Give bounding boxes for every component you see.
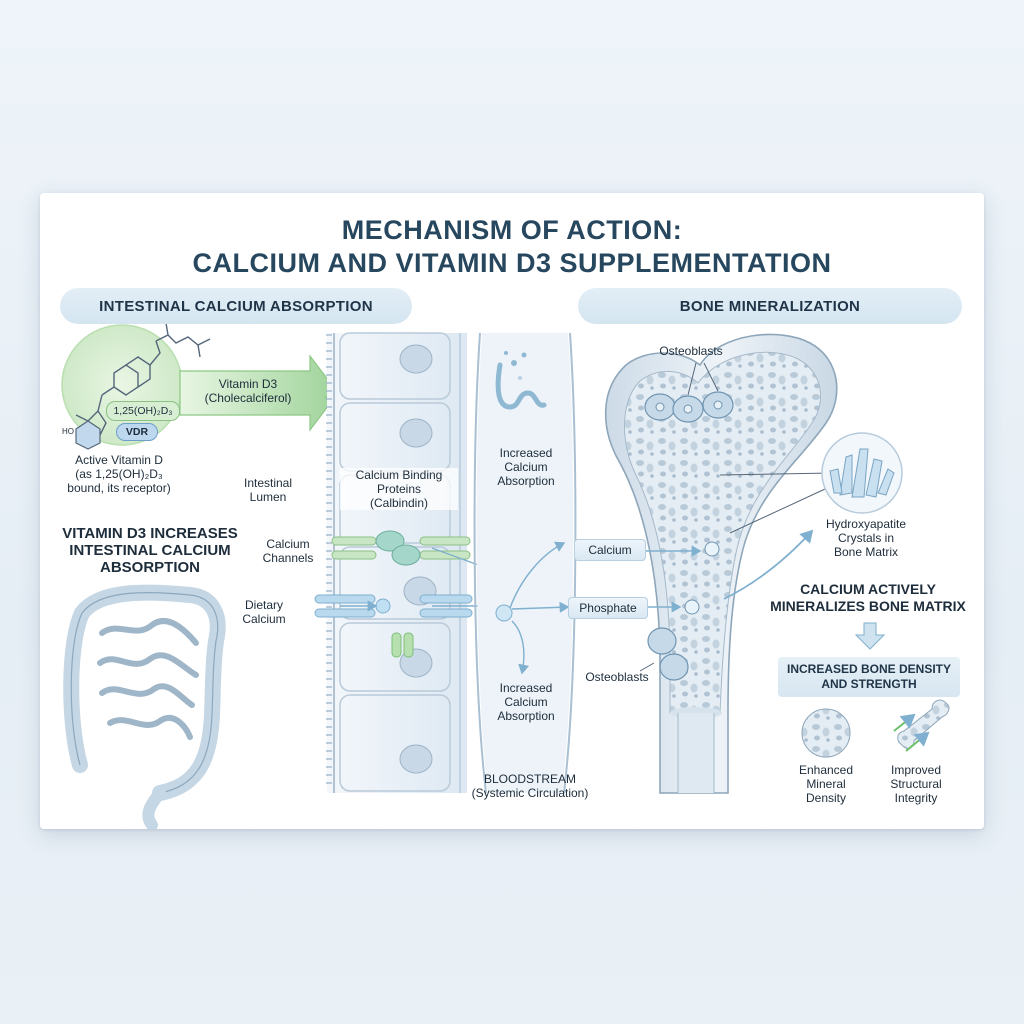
vitamin-d3-line-1: Vitamin D3 xyxy=(188,377,308,391)
diagram-card: MECHANISM OF ACTION: CALCIUM AND VITAMIN… xyxy=(40,193,984,829)
mineral-density-icon xyxy=(802,709,850,757)
enhanced-mineral-density-label: Enhanced Mineral Density xyxy=(786,763,866,805)
hydroxy-line-3: Bone Matrix xyxy=(806,545,926,559)
osteoblasts-top-label: Osteoblasts xyxy=(636,344,746,358)
lumen-line-2: Lumen xyxy=(228,490,308,504)
vitd-inc-line-1: VITAMIN D3 INCREASES xyxy=(50,525,250,542)
enhanced-line-3: Density xyxy=(786,791,866,805)
active-vitamin-d-line-1: Active Vitamin D xyxy=(54,453,184,467)
cbp-line-2: Proteins xyxy=(340,482,458,496)
increased-bone-density-box: INCREASED BONE DENSITY AND STRENGTH xyxy=(778,657,960,697)
inc-top-line-3: Absorption xyxy=(476,474,576,488)
bone-mineralization-banner: BONE MINERALIZATION xyxy=(578,288,962,324)
active-vitamin-d-label: Active Vitamin D (as 1,25(OH)₂D₃ bound, … xyxy=(54,453,184,495)
increased-absorption-top-label: Increased Calcium Absorption xyxy=(476,446,576,488)
improved-structural-integrity-label: Improved Structural Integrity xyxy=(876,763,956,805)
bloodstream-vessel xyxy=(475,333,576,793)
hydroxy-line-1: Hydroxyapatite xyxy=(806,517,926,531)
intestinal-absorption-banner: INTESTINAL CALCIUM ABSORPTION xyxy=(60,288,412,324)
intestinal-epithelium xyxy=(326,333,467,793)
vitamin-d3-line-2: (Cholecalciferol) xyxy=(188,391,308,405)
inc-bot-line-2: Calcium xyxy=(476,695,576,709)
vitd-inc-line-2: INTESTINAL CALCIUM xyxy=(50,542,250,559)
calcium-channels-label: Calcium Channels xyxy=(250,537,326,565)
enhanced-line-1: Enhanced xyxy=(786,763,866,777)
intestinal-lumen-label: Intestinal Lumen xyxy=(228,476,308,504)
enhanced-line-2: Mineral xyxy=(786,777,866,791)
active-vitamin-d-line-3: bound, its receptor) xyxy=(54,481,184,495)
bloodstream-label: BLOODSTREAM (Systemic Circulation) xyxy=(460,772,600,800)
vitd-inc-line-3: ABSORPTION xyxy=(50,559,250,576)
bloodstream-line-2: (Systemic Circulation) xyxy=(460,786,600,800)
title-line-1: MECHANISM OF ACTION: xyxy=(40,215,984,246)
improved-line-3: Integrity xyxy=(876,791,956,805)
improved-line-2: Structural xyxy=(876,777,956,791)
hydroxy-line-2: Crystals in xyxy=(806,531,926,545)
dietary-calcium-label: Dietary Calcium xyxy=(226,598,302,626)
hydroxyapatite-label: Hydroxyapatite Crystals in Bone Matrix xyxy=(806,517,926,559)
vitamin-d3-increases-headline: VITAMIN D3 INCREASES INTESTINAL CALCIUM … xyxy=(50,525,250,576)
result-line-2: AND STRENGTH xyxy=(787,677,951,692)
lumen-line-1: Intestinal xyxy=(228,476,308,490)
dietary-line-2: Calcium xyxy=(226,612,302,626)
title-line-2: CALCIUM AND VITAMIN D3 SUPPLEMENTATION xyxy=(40,248,984,279)
calcium-mineralizes-headline: CALCIUM ACTIVELY MINERALIZES BONE MATRIX xyxy=(756,581,980,615)
channels-line-2: Channels xyxy=(250,551,326,565)
intestine-illustration xyxy=(71,593,217,825)
inc-bot-line-1: Increased xyxy=(476,681,576,695)
vitamin-d3-label: Vitamin D3 (Cholecalciferol) xyxy=(188,377,308,405)
increased-absorption-bottom-label: Increased Calcium Absorption xyxy=(476,681,576,723)
ho-label: HO xyxy=(56,425,80,439)
inc-bot-line-3: Absorption xyxy=(476,709,576,723)
osteoblasts-bottom-label: Osteoblasts xyxy=(572,670,662,684)
calcium-binding-proteins-label: Calcium Binding Proteins (Calbindin) xyxy=(340,468,458,510)
phosphate-tag: Phosphate xyxy=(568,597,648,619)
dietary-line-1: Dietary xyxy=(226,598,302,612)
active-vitamin-d-line-2: (as 1,25(OH)₂D₃ xyxy=(54,467,184,481)
structural-integrity-icon xyxy=(894,700,949,751)
inc-top-line-2: Calcium xyxy=(476,460,576,474)
improved-line-1: Improved xyxy=(876,763,956,777)
vdr-receptor-label: VDR xyxy=(116,423,158,441)
inc-top-line-1: Increased xyxy=(476,446,576,460)
cbp-line-3: (Calbindin) xyxy=(340,496,458,510)
channels-line-1: Calcium xyxy=(250,537,326,551)
complex-label: 1,25(OH)₂D₃ xyxy=(106,401,180,421)
bloodstream-line-1: BLOODSTREAM xyxy=(460,772,600,786)
mineral-line-1: CALCIUM ACTIVELY xyxy=(756,581,980,598)
mineral-line-2: MINERALIZES BONE MATRIX xyxy=(756,598,980,615)
calcium-tag: Calcium xyxy=(574,539,646,561)
cbp-line-1: Calcium Binding xyxy=(340,468,458,482)
hydroxyapatite-crystals xyxy=(822,433,902,513)
result-line-1: INCREASED BONE DENSITY xyxy=(787,662,951,677)
